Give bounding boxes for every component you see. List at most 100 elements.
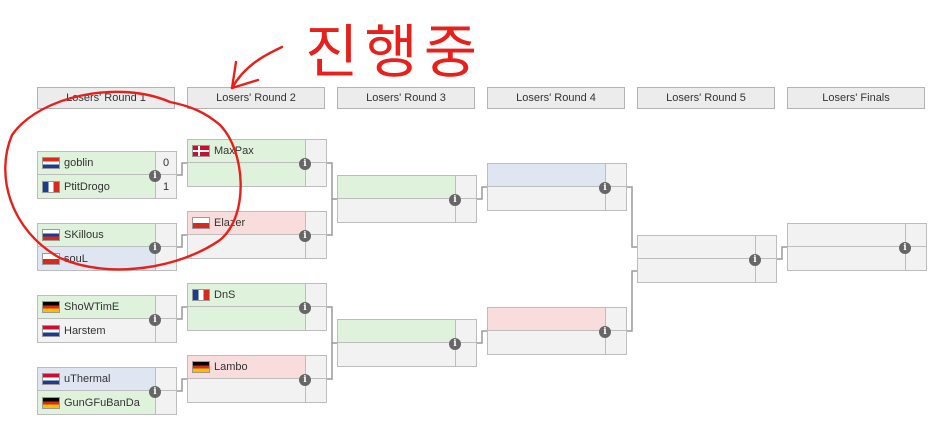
player-slot[interactable]: [638, 236, 755, 259]
netherlands-flag-icon: [42, 373, 60, 385]
match-r1-4[interactable]: uThermal GunGFuBanDa i: [37, 367, 177, 415]
player-slot[interactable]: DnS: [188, 284, 305, 307]
player-slot[interactable]: uThermal: [38, 368, 155, 391]
player-slot[interactable]: Lambo: [188, 356, 305, 379]
player-score: [605, 187, 626, 210]
player-score: [305, 163, 326, 186]
match-losers-finals[interactable]: i: [787, 223, 927, 271]
france-flag-icon: [42, 180, 60, 193]
player-name: SKillous: [64, 229, 104, 241]
player-name: goblin: [64, 157, 94, 169]
player-score: [605, 164, 626, 187]
player-slot[interactable]: PtitDrogo: [38, 175, 155, 198]
match-r4-2[interactable]: i: [487, 307, 627, 355]
player-score: [305, 140, 326, 163]
player-slot[interactable]: ShoWTimE: [38, 296, 155, 319]
player-score: [155, 368, 176, 391]
match-info-icon[interactable]: i: [749, 254, 761, 266]
match-r1-2[interactable]: SKillous souL i: [37, 223, 177, 271]
match-r2-4[interactable]: Lambo i: [187, 355, 327, 403]
player-name: ShoWTimE: [64, 301, 120, 313]
header-losers-round-5: Losers' Round 5: [637, 87, 775, 109]
france-flag-icon: [192, 289, 210, 301]
player-score: [155, 296, 176, 319]
player-slot[interactable]: Elazer: [188, 212, 305, 235]
match-info-icon[interactable]: i: [149, 170, 161, 182]
player-slot[interactable]: Harstem: [38, 319, 155, 342]
player-slot[interactable]: GunGFuBanDa: [38, 391, 155, 414]
match-info-icon[interactable]: i: [299, 230, 311, 242]
player-name: Harstem: [64, 324, 106, 337]
match-r2-2[interactable]: Elazer i: [187, 211, 327, 259]
player-score: [455, 176, 476, 199]
player-score: [455, 199, 476, 222]
player-slot[interactable]: [488, 164, 605, 187]
player-slot[interactable]: MaxPax: [188, 140, 305, 163]
match-r4-1[interactable]: i: [487, 163, 627, 211]
match-info-icon[interactable]: i: [599, 326, 611, 338]
player-slot[interactable]: [338, 320, 455, 343]
player-score: [305, 284, 326, 307]
player-score: [305, 212, 326, 235]
header-losers-round-4: Losers' Round 4: [487, 87, 625, 109]
match-info-icon[interactable]: i: [599, 182, 611, 194]
header-losers-finals: Losers' Finals: [787, 87, 925, 109]
player-score: [305, 235, 326, 258]
match-r5-1[interactable]: i: [637, 235, 777, 283]
match-r2-3[interactable]: DnS i: [187, 283, 327, 331]
player-score: [305, 356, 326, 379]
match-r1-1[interactable]: goblin 0 PtitDrogo 1 i: [37, 151, 177, 199]
player-score: [905, 247, 926, 270]
match-r3-1[interactable]: i: [337, 175, 477, 223]
player-score: [155, 391, 176, 414]
match-r1-3[interactable]: ShoWTimE Harstem i: [37, 295, 177, 343]
player-slot[interactable]: souL: [38, 247, 155, 270]
player-score: 1: [155, 175, 176, 198]
germany-flag-icon: [42, 301, 60, 313]
player-name: Lambo: [214, 361, 248, 373]
player-slot[interactable]: [188, 163, 305, 186]
player-name: DnS: [214, 289, 236, 301]
match-info-icon[interactable]: i: [149, 386, 161, 398]
match-r2-1[interactable]: MaxPax i: [187, 139, 327, 187]
player-slot[interactable]: goblin: [38, 152, 155, 175]
match-info-icon[interactable]: i: [899, 242, 911, 254]
player-score: [605, 308, 626, 331]
player-score: [305, 307, 326, 330]
germany-flag-icon: [42, 396, 60, 409]
player-score: [155, 319, 176, 342]
player-slot[interactable]: [488, 308, 605, 331]
russia-flag-icon: [42, 229, 60, 241]
match-r3-2[interactable]: i: [337, 319, 477, 367]
match-info-icon[interactable]: i: [149, 314, 161, 326]
player-score: [455, 320, 476, 343]
player-score: [305, 379, 326, 402]
denmark-flag-icon: [192, 145, 210, 157]
player-score: [155, 224, 176, 247]
player-name: Elazer: [214, 217, 246, 229]
match-info-icon[interactable]: i: [299, 374, 311, 386]
poland-flag-icon: [192, 217, 210, 229]
player-slot[interactable]: [788, 224, 905, 247]
match-info-icon[interactable]: i: [449, 338, 461, 350]
player-score: [605, 331, 626, 354]
germany-flag-icon: [192, 361, 210, 373]
match-info-icon[interactable]: i: [449, 194, 461, 206]
player-slot[interactable]: [188, 307, 305, 330]
player-score: 0: [155, 152, 176, 175]
croatia-flag-icon: [42, 157, 60, 169]
player-name: uThermal: [64, 373, 111, 385]
match-info-icon[interactable]: i: [299, 158, 311, 170]
netherlands-flag-icon: [42, 324, 60, 337]
player-score: [755, 259, 776, 282]
player-score: [755, 236, 776, 259]
player-slot[interactable]: [338, 176, 455, 199]
header-losers-round-3: Losers' Round 3: [337, 87, 475, 109]
player-score: [905, 224, 926, 247]
match-info-icon[interactable]: i: [149, 242, 161, 254]
player-slot[interactable]: SKillous: [38, 224, 155, 247]
annotation-korean-text: 진행중: [305, 18, 483, 86]
match-info-icon[interactable]: i: [299, 302, 311, 314]
